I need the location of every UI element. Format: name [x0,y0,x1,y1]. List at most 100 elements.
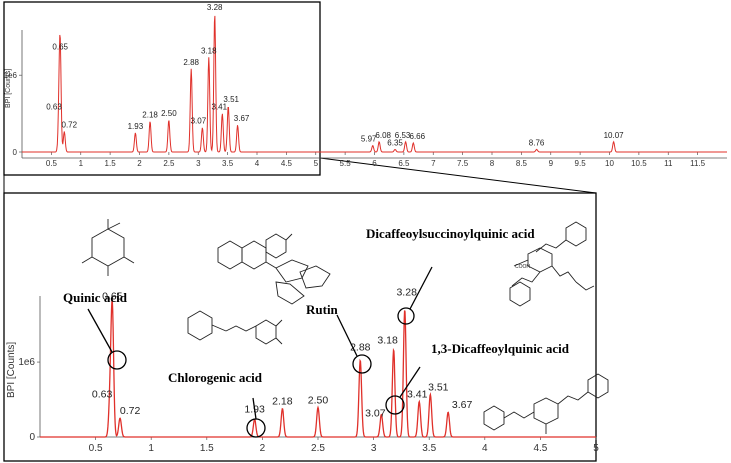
rutin-circle [352,354,372,374]
x-tick-label: 4 [482,443,488,454]
x-tick-label: 4 [255,159,260,168]
dicaffeoylsuccinoylquinic-acid-label: Dicaffeoylsuccinoylquinic acid [366,226,535,241]
dicaffeoyl13-structure [483,373,609,434]
dicaffeoylsuccinoyl-circle [397,307,415,325]
dicaffeoylsuccinoyl-leader [409,266,433,310]
x-tick-label: 2 [137,159,142,168]
x-tick-label: 5 [314,159,319,168]
x-tick-label: 6.5 [398,159,410,168]
peak-label-0-65: 0.65 [52,42,68,51]
quinic-circle [107,350,127,370]
chlorogenic-acid-label: Chlorogenic acid [168,370,263,385]
x-tick-label: 11.5 [690,159,706,168]
x-tick-label: 5.5 [340,159,352,168]
x-tick-label: 7 [431,159,436,168]
peak-label-0-72: 0.72 [62,121,78,130]
peak-label-10-07: 10.07 [604,131,625,140]
dicaffeoylsuccinoyl-structure [509,221,595,307]
x-tick-label: 1.5 [200,443,214,454]
peak-label-6-35: 6.35 [387,138,403,147]
peak-label-0-65: 0.65 [102,291,123,303]
y-tick-label: 1e6 [4,71,18,80]
x-tick-label: 4.5 [533,443,547,454]
zoom-trace [40,298,596,438]
peak-label-0-63: 0.63 [92,389,113,401]
peak-label-3-28: 3.28 [396,287,417,299]
peak-label-3-51: 3.51 [223,95,239,104]
x-tick-label: 2.5 [311,443,325,454]
x-tick-label: 1.5 [105,159,117,168]
x-tick-label: 2 [260,443,266,454]
peak-label-6-53: 6.53 [395,131,411,140]
x-tick-label: 5 [593,443,599,454]
peak-label-3-51: 3.51 [428,382,449,394]
zoom-frame [3,192,597,462]
peak-label-5-97: 5.97 [361,135,377,144]
peak-label-2-88: 2.88 [183,58,199,67]
peak-label-3-41: 3.41 [407,389,428,401]
x-tick-label: 2.5 [163,159,175,168]
x-tick-label: 9 [549,159,554,168]
x-tick-label: 1 [79,159,84,168]
x-tick-label: 8.5 [516,159,528,168]
peak-markers [87,266,433,438]
peak-label-3-67: 3.67 [452,399,473,411]
peak-label-3-67: 3.67 [234,114,250,123]
x-tick-label: 11 [664,159,673,168]
peak-label-8-76: 8.76 [529,138,545,147]
quinic-leader [87,308,113,353]
x-tick-label: 9.5 [575,159,587,168]
peak-label-0-63: 0.63 [46,103,62,112]
peak-label-2-18: 2.18 [272,396,293,408]
rutin-label: Rutin [306,302,339,317]
dicaffeoyl13-leader [399,366,421,398]
peak-label-6-08: 6.08 [375,131,391,140]
zoom-ylabel: BPI [Counts] [6,342,17,398]
x-tick-label: 10 [605,159,614,168]
peak-label-3-18: 3.18 [377,335,398,347]
quinic-acid-label: Quinic acid [63,290,128,305]
y-tick-label: 0 [29,432,35,443]
peak-label-3-07: 3.07 [191,117,207,126]
x-tick-label: 3 [371,443,377,454]
peak-label-3-07: 3.07 [365,408,386,420]
peak-label-3-41: 3.41 [212,103,228,112]
overview-zoom-frame [3,1,321,176]
x-tick-label: 7.5 [457,159,469,168]
overview-ylabel: BPI [Counts] [5,69,12,108]
peak-label-1-93: 1.93 [128,122,144,131]
zoom-connector-right [319,157,597,194]
peak-label-6-66: 6.66 [410,132,426,141]
x-tick-label: 1 [148,443,154,454]
x-tick-label: 0.5 [89,443,103,454]
x-tick-label: 4.5 [281,159,293,168]
struct-cooh-label: COOH [515,264,530,270]
x-tick-label: 3.5 [422,443,436,454]
peak-label-2-18: 2.18 [142,110,158,119]
peak-label-3-18: 3.18 [201,46,217,55]
x-tick-label: 0.5 [46,159,58,168]
chlorogenic-leader [252,397,257,420]
zoom-axes: 0.5 1 1.5 2 2.5 3 3.5 4 4.5 5 0 1e6 BPI [Counts] [6,296,599,454]
peak-label-2-50: 2.50 [308,395,329,407]
peak-label-3-28: 3.28 [207,3,223,12]
x-tick-label: 10.5 [631,159,647,168]
chlorogenic-structure [187,310,283,345]
x-tick-label: 3 [196,159,201,168]
y-tick-label: 1e6 [18,357,35,368]
x-tick-label: 6 [372,159,377,168]
x-tick-label: 3.5 [222,159,234,168]
rutin-leader [336,314,358,357]
peak-label-2-88: 2.88 [350,341,371,353]
peak-label-2-50: 2.50 [161,109,177,118]
x-tick-label: 8 [490,159,495,168]
overview-trace [22,15,727,153]
y-tick-label: 0 [13,148,18,157]
quinic-structure [81,219,135,276]
peak-label-0-72: 0.72 [120,405,141,417]
rutin-structure [217,233,331,305]
dicaffeoyl13-circle [385,395,405,415]
dicaffeoylquinic-acid-label: 1,3-Dicaffeoylquinic acid [431,341,570,356]
